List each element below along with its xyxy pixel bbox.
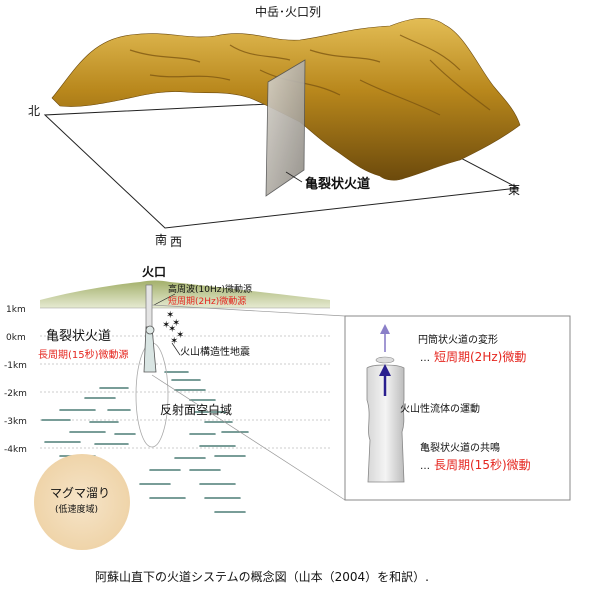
long-period-label: 長周期(15秒)微動 — [434, 458, 531, 472]
reflector-lines — [41, 371, 249, 513]
hf-source-label: 高周波(10Hz)微動源 — [168, 283, 252, 295]
dike-pointer — [285, 171, 303, 183]
ground-surface — [40, 280, 330, 308]
magma-chamber — [34, 454, 130, 550]
depth-axis — [40, 307, 330, 449]
dike-label-3d: 亀裂状火道 — [305, 176, 370, 192]
crater-label: 火口 — [142, 265, 166, 279]
low-velocity-label: (低速度域) — [55, 503, 98, 515]
terrain-title: 中岳･火口列 — [255, 4, 321, 19]
cyl-deform-label: 円筒状火道の変形 — [418, 333, 498, 346]
crack-resonance-label: 亀裂状火道の共鳴 — [420, 441, 500, 454]
north-label: 北 — [28, 104, 40, 118]
figure-caption: 阿蘇山直下の火道システムの概念図（山本（2004）を和訳）. — [95, 569, 429, 584]
deform-arrowhead — [380, 324, 390, 334]
reflection-void-label: 反射面空白域 — [160, 402, 232, 417]
dike-plate — [265, 59, 306, 197]
base-plane — [43, 99, 520, 229]
magma-label: マグマ溜り — [50, 485, 110, 500]
svg-text:✶: ✶ — [162, 320, 170, 331]
terrain-3d-view: 中岳･火口列 北 東 南 西 亀裂状火道 — [28, 4, 521, 249]
depth-label-m1km: -1km — [4, 361, 27, 371]
inset-cylinder-top — [375, 356, 395, 364]
depth-label-m3km: -3km — [4, 417, 27, 427]
depth-label-m2km: -2km — [4, 389, 27, 399]
svg-text:✶: ✶ — [170, 336, 178, 347]
svg-text:✶: ✶ — [176, 330, 184, 341]
lp15-source-label: 長周期(15秒)微動源 — [38, 348, 129, 361]
vt-pointer — [171, 342, 181, 356]
vt-eq-label: 火山構造性地震 — [180, 345, 250, 358]
inset-connector-top — [151, 304, 346, 317]
depth-label-1km: 1km — [6, 305, 26, 315]
dots-1: … — [420, 353, 430, 364]
east-label: 東 — [508, 183, 520, 197]
fluid-motion-label: 火山性流体の運動 — [400, 402, 480, 415]
south-label: 南 — [155, 232, 167, 247]
svg-text:✶: ✶ — [172, 318, 180, 329]
hf-pointer — [153, 293, 176, 306]
depth-label-0km: 0km — [6, 333, 26, 343]
inset-block — [366, 364, 405, 483]
conduit-node — [145, 325, 155, 335]
cylindrical-conduit — [145, 284, 153, 328]
short-period-label: 短周期(2Hz)微動 — [434, 350, 526, 364]
west-label: 西 — [170, 235, 182, 249]
fluid-arrowhead — [379, 364, 391, 376]
dots-2: … — [420, 461, 430, 472]
depth-label-m4km: -4km — [4, 445, 27, 455]
conduit-inset: 円筒状火道の変形 … 短周期(2Hz)微動 火山性流体の運動 亀裂状火道の共鳴 … — [344, 315, 571, 501]
svg-text:✶: ✶ — [166, 310, 174, 321]
lp-source-label: 短周期(2Hz)微動源 — [168, 295, 246, 307]
cross-section: 1km 0km -1km -2km -3km -4km ✶✶✶ — [4, 265, 346, 550]
inset-connector-bottom — [151, 374, 346, 501]
svg-text:✶: ✶ — [168, 324, 176, 335]
vt-earthquakes: ✶✶✶ ✶✶✶ — [162, 310, 184, 347]
dike-label: 亀裂状火道 — [46, 329, 111, 344]
